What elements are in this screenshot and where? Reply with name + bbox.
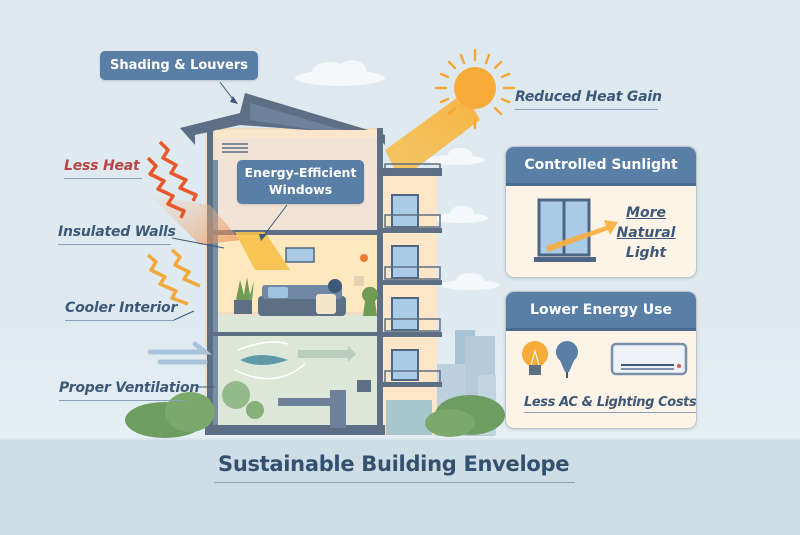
windows-label-line1: Energy-Efficient [244, 165, 357, 180]
more-natural-light-line1: More [626, 205, 666, 221]
lightbulb-icon [522, 341, 548, 375]
living-room [234, 276, 378, 316]
proper-ventilation-label: Proper Ventilation [59, 380, 199, 401]
insulated-walls-label: Insulated Walls [58, 224, 176, 245]
more-natural-light-line2: Natural [616, 225, 676, 241]
sun-beam [385, 92, 480, 180]
cooler-interior-label: Cooler Interior [65, 300, 177, 321]
led-bulb-icon [556, 341, 578, 378]
heat-wave-icon [146, 248, 201, 306]
cloud-icon [295, 60, 500, 290]
trees [125, 381, 505, 438]
more-natural-light-text: More Natural Light [606, 203, 686, 263]
air-conditioner-icon [610, 342, 688, 376]
apartment-tower [382, 163, 442, 435]
sunlight-arrow-icon [546, 220, 618, 252]
less-ac-lighting-costs-caption: Less AC & Lighting Costs [524, 395, 696, 413]
lower-energy-use-card: Lower Energy Use Less AC & Lighting Cost… [505, 291, 697, 429]
heat-wave-icon [146, 140, 198, 219]
diagram-title: Sustainable Building Envelope [214, 452, 576, 483]
energy-efficient-windows-callout: Energy-Efficient Windows [237, 160, 364, 204]
card-heading: Lower Energy Use [506, 292, 696, 331]
ventilation-flow [147, 341, 371, 428]
shading-louvers-callout: Shading & Louvers [100, 51, 258, 80]
more-natural-light-line3: Light [625, 245, 667, 261]
ground-band [0, 438, 800, 535]
windows-label-line2: Windows [268, 182, 333, 197]
card-heading: Controlled Sunlight [506, 147, 696, 186]
shading-louvers-label: Shading & Louvers [109, 58, 248, 73]
controlled-sunlight-card: Controlled Sunlight More Natural Light [505, 146, 697, 278]
window-icon [534, 198, 618, 262]
reduced-heat-gain-label: Reduced Heat Gain [515, 89, 662, 110]
building-envelope-diagram [125, 48, 516, 438]
less-heat-label: Less Heat [64, 158, 142, 179]
building-illustration [125, 48, 516, 438]
sun-icon [434, 48, 516, 130]
